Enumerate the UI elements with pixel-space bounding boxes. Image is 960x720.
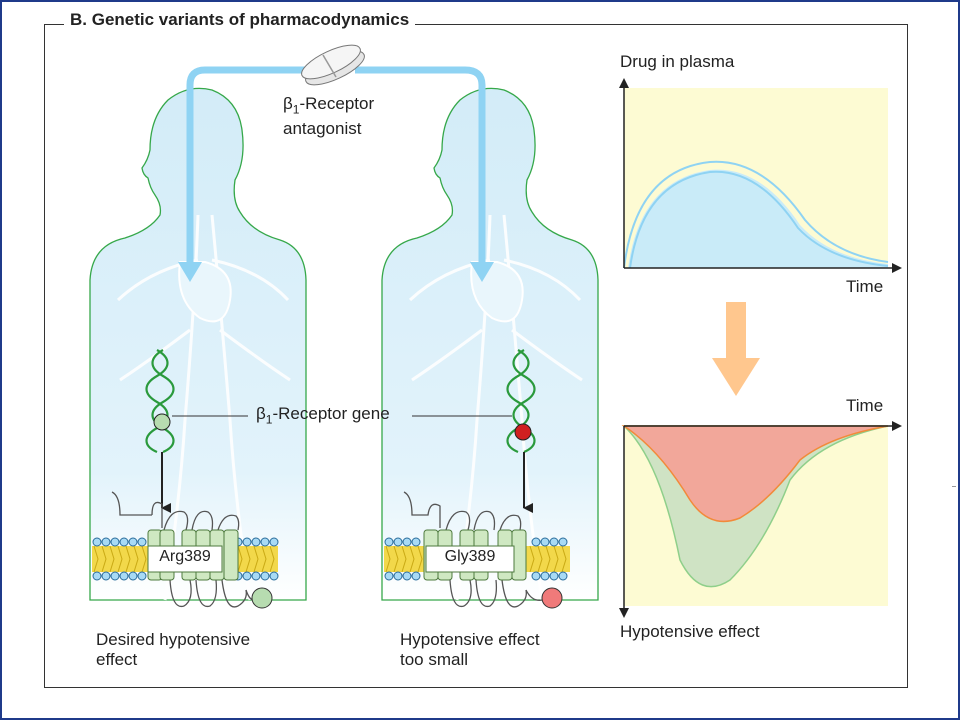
- right-caption-line2: too small: [400, 650, 469, 669]
- plasma-y-axis-label: Drug in plasma: [620, 52, 735, 71]
- right-variant-label: Gly389: [444, 548, 496, 565]
- gene-beta-subscript: 1: [265, 412, 273, 427]
- drug-distribution-arrows: [178, 66, 494, 282]
- gene-label: β1-Receptor gene: [256, 404, 390, 429]
- figure-panel: [44, 24, 908, 688]
- left-person-silhouette: [89, 87, 307, 601]
- right-person-silhouette: [381, 87, 599, 601]
- plasma-concentration-chart: [619, 78, 902, 273]
- drug-label-line2: antagonist: [283, 119, 362, 139]
- drug-label: β1-Receptor antagonist: [283, 94, 374, 139]
- right-caption-line1: Hypotensive effect: [400, 630, 540, 649]
- left-dna-helix-icon: [145, 349, 175, 454]
- drug-label-line1: -Receptor: [299, 94, 375, 113]
- pill-tablet-icon: [301, 44, 365, 86]
- right-caption: Hypotensive effect too small: [400, 630, 540, 670]
- left-caption-line2: effect: [96, 650, 138, 669]
- drug-beta-symbol: β: [283, 94, 293, 113]
- right-dna-helix-icon: [506, 349, 536, 454]
- right-snp-marker: [514, 423, 532, 441]
- gene-beta-symbol: β: [256, 404, 266, 423]
- left-caption: Desired hypotensive effect: [96, 630, 250, 670]
- left-variant-label: Arg389: [159, 548, 211, 565]
- effect-y-axis-label: Hypotensive effect: [620, 622, 760, 641]
- right-cell-membrane: [384, 491, 570, 609]
- drug-beta-subscript: 1: [292, 102, 300, 117]
- panel-title: B. Genetic variants of pharmacodynamics: [64, 10, 416, 30]
- edge-mark: [952, 486, 956, 487]
- left-snp-marker: [153, 413, 171, 431]
- transition-arrow: [712, 302, 760, 396]
- plasma-x-axis-label: Time: [846, 277, 884, 296]
- effect-x-axis-label: Time: [846, 396, 884, 415]
- hypotensive-effect-chart: [619, 421, 902, 618]
- gene-label-text: -Receptor gene: [272, 404, 390, 423]
- left-caption-line1: Desired hypotensive: [96, 630, 251, 649]
- left-cell-membrane: [92, 491, 279, 609]
